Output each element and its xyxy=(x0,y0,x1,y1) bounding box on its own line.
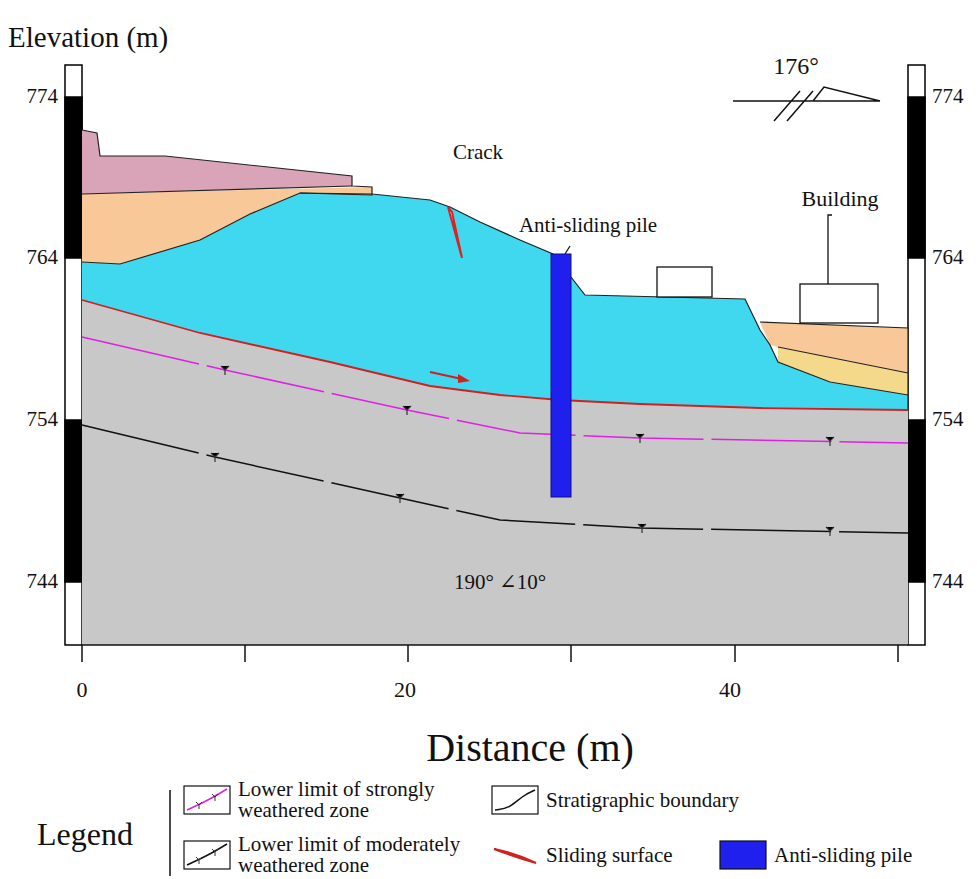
leader-line xyxy=(565,246,570,254)
distance-axis xyxy=(82,645,908,662)
slide-arrow xyxy=(430,372,470,383)
legend-item: Sliding surface xyxy=(490,839,746,871)
legend-swatch xyxy=(718,839,768,871)
legend-text: Lower limit of strongly weathered zone xyxy=(238,779,473,821)
weathering-mark xyxy=(221,366,834,446)
legend-text: Sliding surface xyxy=(546,845,746,866)
tick-label: 764 xyxy=(27,246,59,269)
legend-swatch xyxy=(490,839,540,871)
tick-label: 764 xyxy=(932,246,964,269)
anti-sliding-pile xyxy=(551,254,571,497)
legend-item: Anti-sliding pile xyxy=(718,839,974,871)
building xyxy=(657,267,712,297)
legend-swatch xyxy=(490,784,540,816)
weathering-mark xyxy=(211,453,834,536)
strike-symbol xyxy=(733,87,880,121)
pile-label: Anti-sliding pile xyxy=(519,214,657,237)
legend-text: Stratigraphic boundary xyxy=(546,790,776,811)
tick-label: 754 xyxy=(27,408,59,431)
stratigraphic-boundary xyxy=(82,130,908,410)
tick-label: 20 xyxy=(394,678,416,702)
leader-line xyxy=(828,215,832,284)
bedding-attitude: 190° ∠10° xyxy=(454,571,546,594)
strongly-weathered-limit xyxy=(82,337,908,443)
sand-layer xyxy=(778,347,908,395)
legend-text: Lower limit of moderately weathered zone xyxy=(238,834,483,876)
legend-swatch xyxy=(182,784,232,816)
tick-label: 754 xyxy=(932,408,964,431)
legend-divider xyxy=(169,790,171,876)
tick-label: 774 xyxy=(932,85,964,108)
tick-label: 744 xyxy=(27,570,59,593)
moderately-weathered-limit xyxy=(82,425,908,533)
sliding-surface xyxy=(82,300,908,410)
elevation-bar xyxy=(65,65,925,645)
tick-label: 744 xyxy=(932,570,964,593)
tick-label: 40 xyxy=(719,678,741,702)
strike-angle: 176° xyxy=(773,53,819,79)
legend-text: Anti-sliding pile xyxy=(774,845,974,866)
legend-item: Stratigraphic boundary xyxy=(490,784,776,816)
axis-title: Distance (m) xyxy=(426,726,634,770)
tick-label: 0 xyxy=(77,678,88,702)
axis-title: Elevation (m) xyxy=(8,22,168,54)
legend-item: Lower limit of moderately weathered zone xyxy=(182,834,483,876)
crack-label: Crack xyxy=(453,141,503,164)
building-label: Building xyxy=(801,187,878,211)
building xyxy=(800,284,878,323)
tick-label: 774 xyxy=(27,85,59,108)
legend-item: Lower limit of strongly weathered zone xyxy=(182,779,473,821)
legend-title: Legend xyxy=(37,817,133,852)
crack xyxy=(448,207,462,258)
legend-swatch xyxy=(182,839,232,871)
